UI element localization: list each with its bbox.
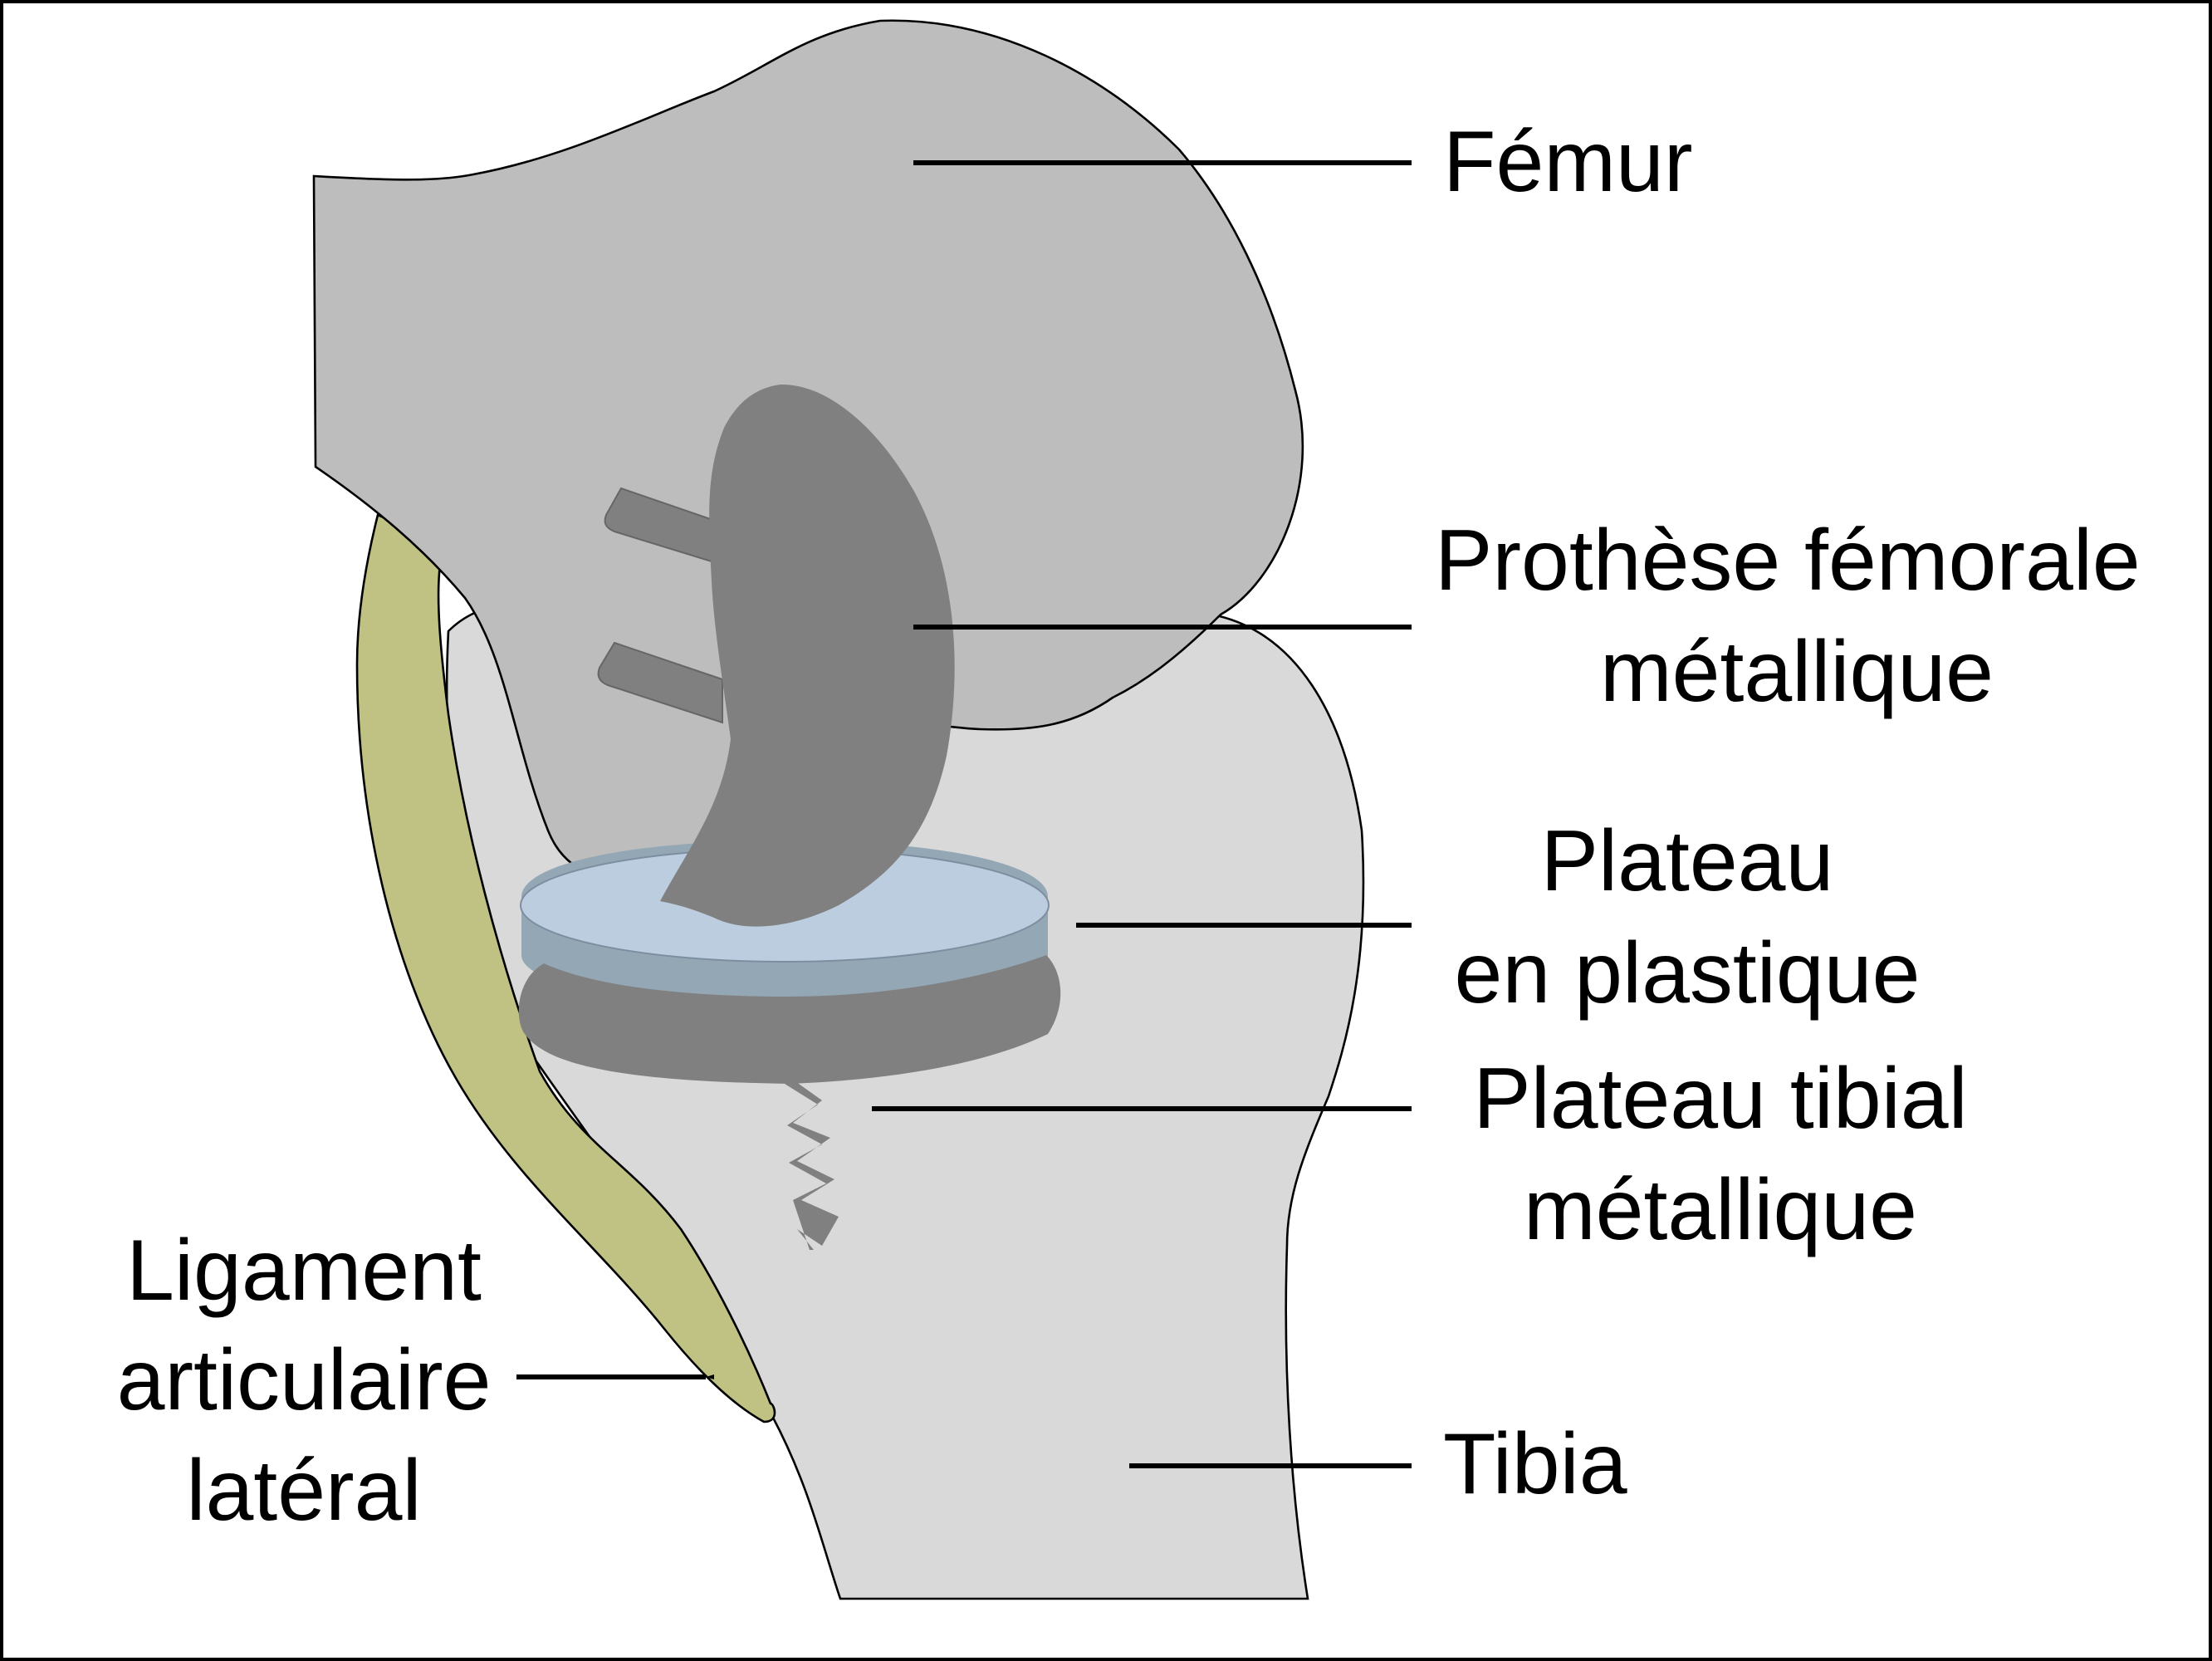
tibial-plate-metal (518, 955, 1061, 1084)
label-femur: Fémur (1443, 114, 1692, 210)
label-tibial-plate-line1: Plateau tibial (1473, 1051, 1968, 1147)
tibial-anchor (785, 1080, 839, 1250)
label-femoral-prosthesis-line2: métallique (1600, 624, 1994, 720)
label-ligament-line2: articulaire (117, 1332, 492, 1428)
femoral-prosthesis (660, 384, 955, 927)
femoral-peg-upper (604, 487, 723, 566)
femoral-peg-lower (597, 641, 723, 724)
label-ligament-line1: Ligament (126, 1222, 482, 1319)
label-tibial-plate-line2: métallique (1524, 1162, 1917, 1258)
label-plastic-plate-line1: Plateau (1541, 813, 1834, 909)
label-tibia: Tibia (1443, 1416, 1627, 1512)
ligament-lateral (355, 513, 776, 1423)
label-ligament-line3: latéral (186, 1443, 421, 1539)
label-femoral-prosthesis-line1: Prothèse fémorale (1435, 512, 2141, 609)
label-plastic-plate-line2: en plastique (1455, 925, 1921, 1022)
